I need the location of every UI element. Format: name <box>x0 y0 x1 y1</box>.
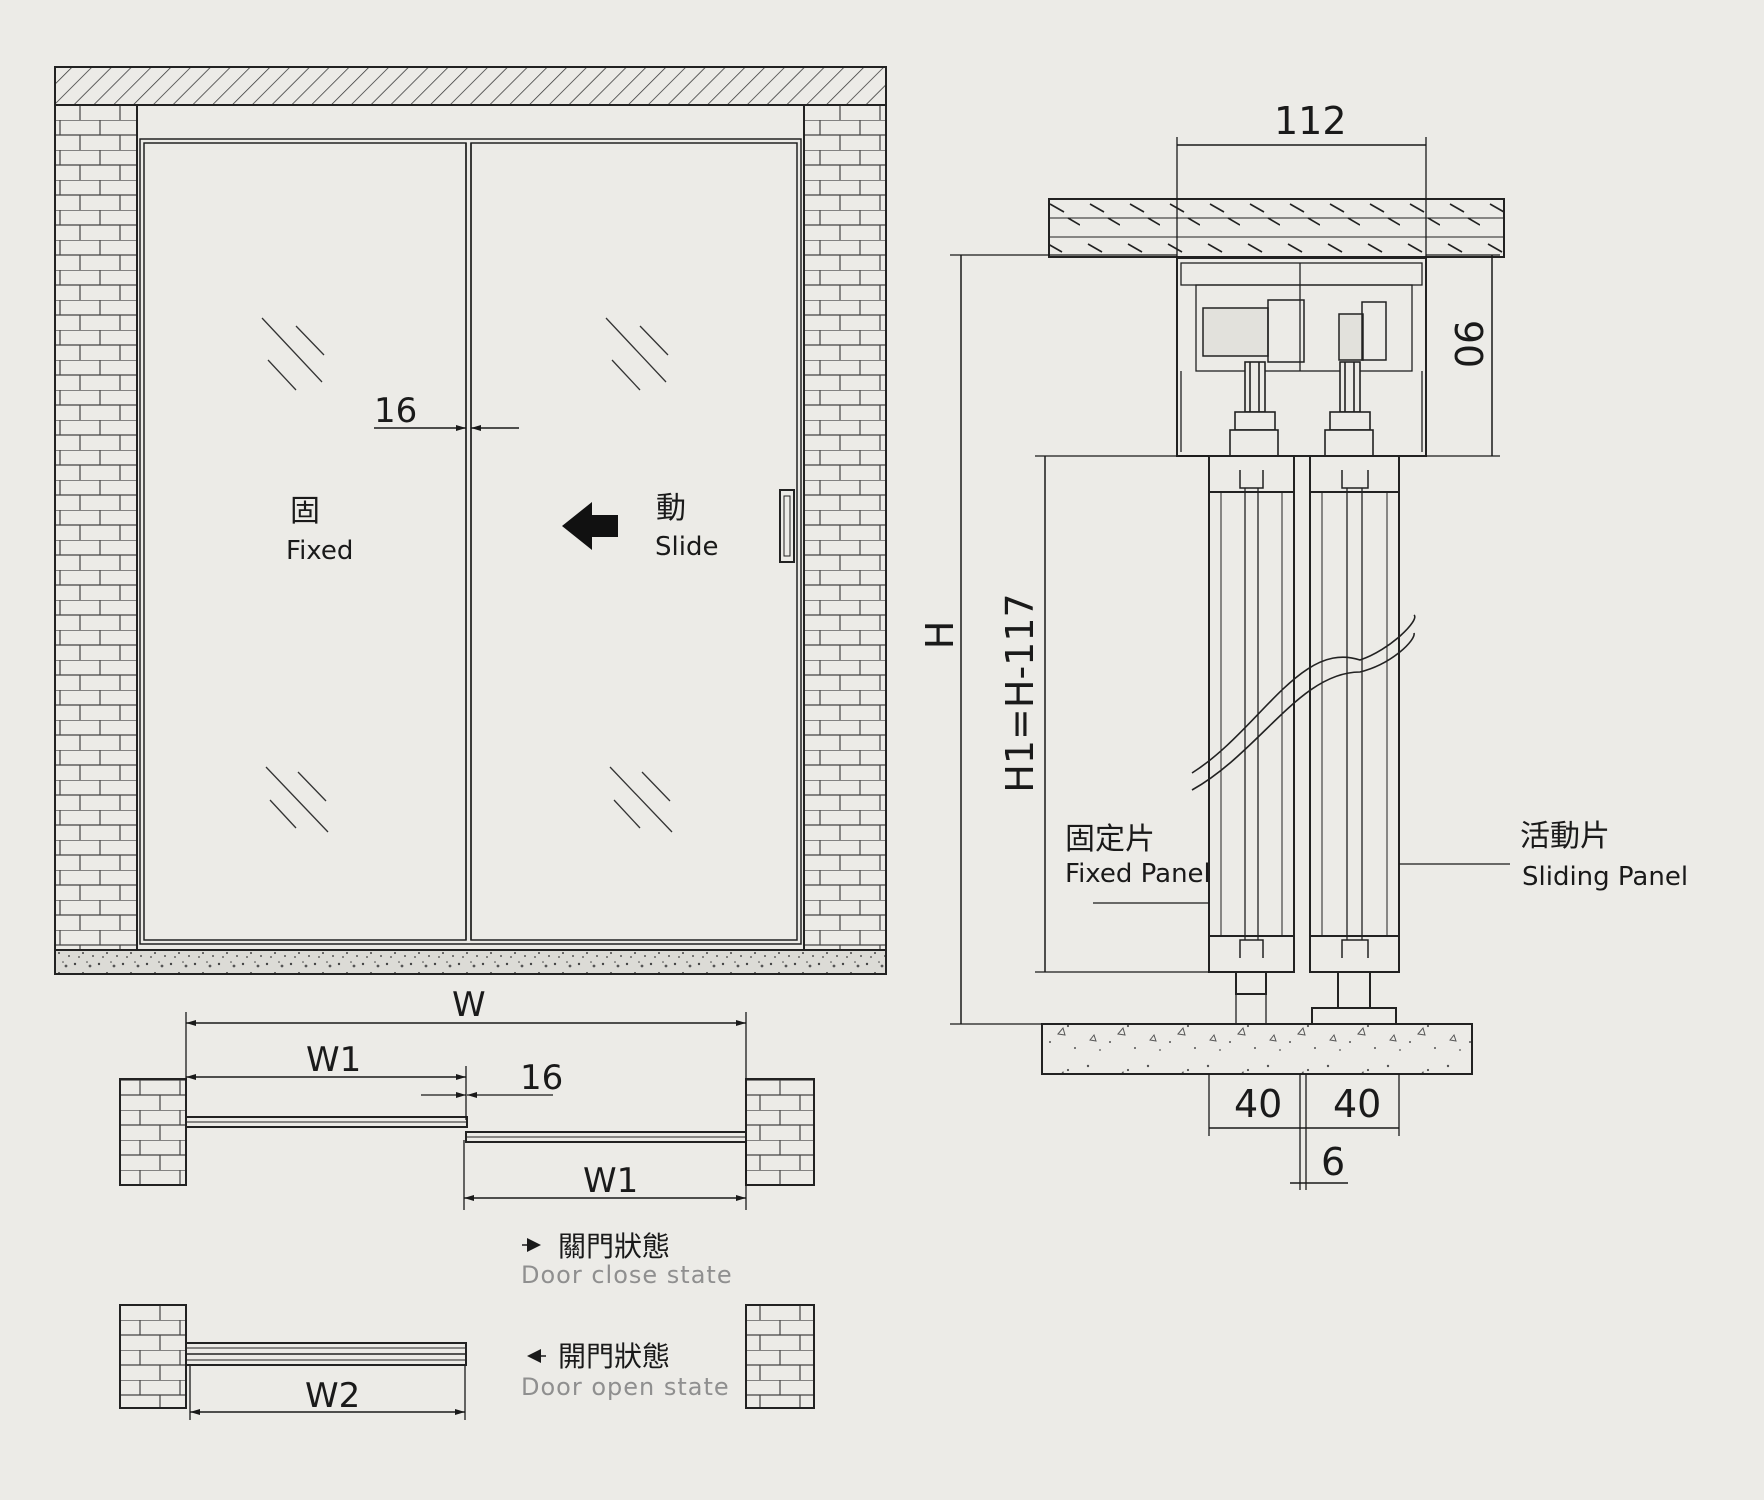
ceiling-slab <box>1048 198 1505 258</box>
fixed-panel-label-en: Fixed Panel <box>1065 859 1211 889</box>
plan-w1-second-dim: W1 <box>583 1161 638 1201</box>
section-sliding-panel <box>1309 455 1400 1025</box>
plan-view-open: W2 開門狀態 Door open state <box>119 1304 815 1420</box>
front-elevation: 16 固 Fixed 動 Slide <box>54 66 887 975</box>
open-state-en: Door open state <box>521 1373 730 1401</box>
fixed-label-en: Fixed <box>286 536 353 566</box>
section-panel-thickness-2: 40 <box>1333 1082 1381 1126</box>
plan-w-dim: W <box>452 985 486 1025</box>
section-header-height-dim: 90 <box>1446 320 1490 368</box>
open-right-wall <box>745 1304 815 1409</box>
section-panel-gap: 6 <box>1321 1140 1345 1184</box>
fixed-panel-label-zh: 固定片 <box>1065 822 1155 857</box>
section-fixed-panel <box>1208 455 1295 1024</box>
close-state-en: Door close state <box>521 1261 733 1289</box>
plan-w1-dim: W1 <box>306 1040 361 1080</box>
open-w2-dim: W2 <box>305 1376 360 1416</box>
section-floor <box>1041 1023 1473 1075</box>
slide-label-en: Slide <box>655 532 718 562</box>
plan-gap-dim: 16 <box>520 1058 563 1098</box>
glass-reflection-marks <box>261 317 673 833</box>
section-panel-thickness-1: 40 <box>1234 1082 1282 1126</box>
slide-direction-arrow <box>562 502 618 550</box>
left-brick-wall <box>54 104 138 951</box>
close-state-zh: 關門狀態 <box>558 1230 670 1263</box>
right-brick-wall <box>803 104 887 951</box>
open-state-zh: 開門狀態 <box>558 1340 670 1373</box>
plan-view-closed: W W1 16 W1 關門狀態 Door close state <box>119 985 815 1289</box>
section-overall-height-dim: H <box>918 621 962 650</box>
lintel-hatch <box>54 66 887 106</box>
door-inner-frame <box>139 138 802 945</box>
close-state-arrow-icon <box>527 1238 541 1252</box>
open-state-arrow-icon <box>527 1349 541 1363</box>
sliding-panel-label-zh: 活動片 <box>1520 819 1610 854</box>
break-line <box>1191 614 1416 774</box>
section-panel-height-dim: H1=H-117 <box>998 593 1042 792</box>
header-track <box>1176 257 1427 457</box>
plan-left-wall <box>119 1078 187 1186</box>
hanger-rods <box>1229 361 1374 457</box>
section-view: 112 <box>918 99 1688 1190</box>
floor-slab <box>54 949 887 975</box>
plan-right-wall <box>745 1078 815 1186</box>
front-gap-dim: 16 <box>374 391 417 431</box>
fixed-label-zh: 固 <box>290 494 320 529</box>
section-top-width-dim: 112 <box>1274 99 1347 143</box>
door-handle <box>779 489 795 563</box>
open-left-wall <box>119 1304 187 1409</box>
slide-label-zh: 動 <box>656 491 686 526</box>
sliding-panel-label-en: Sliding Panel <box>1522 862 1688 892</box>
